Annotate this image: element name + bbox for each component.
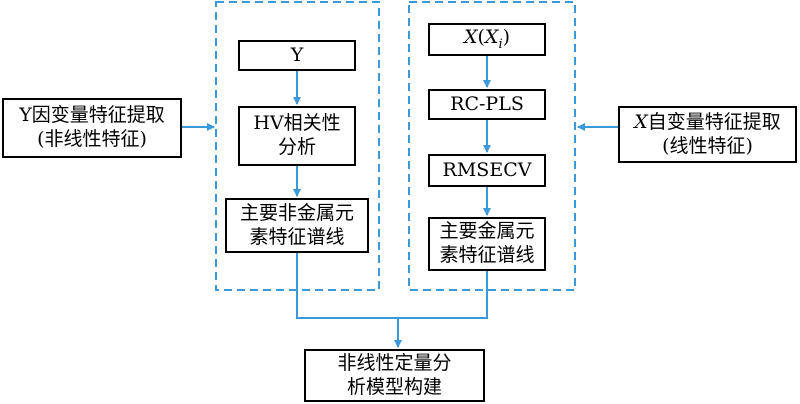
x-input-label: X(Xi) xyxy=(464,26,510,53)
hv-correlation-line-2: 分析 xyxy=(277,136,316,158)
right-extraction-rest: 自变量特征提取 xyxy=(647,110,781,133)
x-input-open: ( xyxy=(477,25,485,48)
nonmetal-lines-box: 主要非金属元 素特征谱线 xyxy=(225,198,369,253)
nonmetal-lines-line-1: 主要非金属元 xyxy=(239,201,354,224)
left-extraction-line-2: (非线性特征) xyxy=(37,128,147,150)
connector-nonmetal-merge xyxy=(296,253,398,319)
rc-pls-box: RC-PLS xyxy=(428,89,546,120)
right-extraction-line-2: (线性特征) xyxy=(662,134,753,157)
x-input-box: X(Xi) xyxy=(428,23,546,56)
connector-metal-merge xyxy=(398,271,488,319)
hv-correlation-line-1: HV相关性 xyxy=(253,112,341,135)
left-extraction-line-1: Y因变量特征提取 xyxy=(19,104,165,127)
y-target-label: Y xyxy=(290,43,304,66)
hv-correlation-box: HV相关性 分析 xyxy=(238,106,356,166)
metal-lines-line-2: 素特征谱线 xyxy=(439,244,535,266)
metal-lines-line-1: 主要金属元 xyxy=(439,220,535,243)
nonmetal-lines-line-2: 素特征谱线 xyxy=(249,225,345,248)
rmsecv-box: RMSECV xyxy=(428,154,546,187)
model-building-box: 非线性定量分 析模型构建 xyxy=(304,349,485,402)
left-dashed-group xyxy=(215,1,380,291)
right-extraction-box: X自变量特征提取 (线性特征) xyxy=(618,106,797,163)
rc-pls-label: RC-PLS xyxy=(450,92,524,115)
left-extraction-box: Y因变量特征提取 (非线性特征) xyxy=(2,98,182,158)
model-building-line-1: 非线性定量分 xyxy=(337,351,452,374)
model-building-line-2: 析模型构建 xyxy=(346,375,442,398)
x-input-subscript: i xyxy=(498,36,503,52)
x-input-main: X xyxy=(463,25,478,48)
rmsecv-label: RMSECV xyxy=(442,158,532,181)
right-extraction-line-1: X自变量特征提取 xyxy=(634,111,781,135)
x-input-close: ) xyxy=(502,25,511,48)
metal-lines-box: 主要金属元 素特征谱线 xyxy=(428,217,546,271)
right-extraction-x: X xyxy=(634,110,648,133)
right-dashed-group xyxy=(408,1,576,291)
y-target-box: Y xyxy=(238,40,356,71)
x-input-inner: X xyxy=(484,25,499,48)
